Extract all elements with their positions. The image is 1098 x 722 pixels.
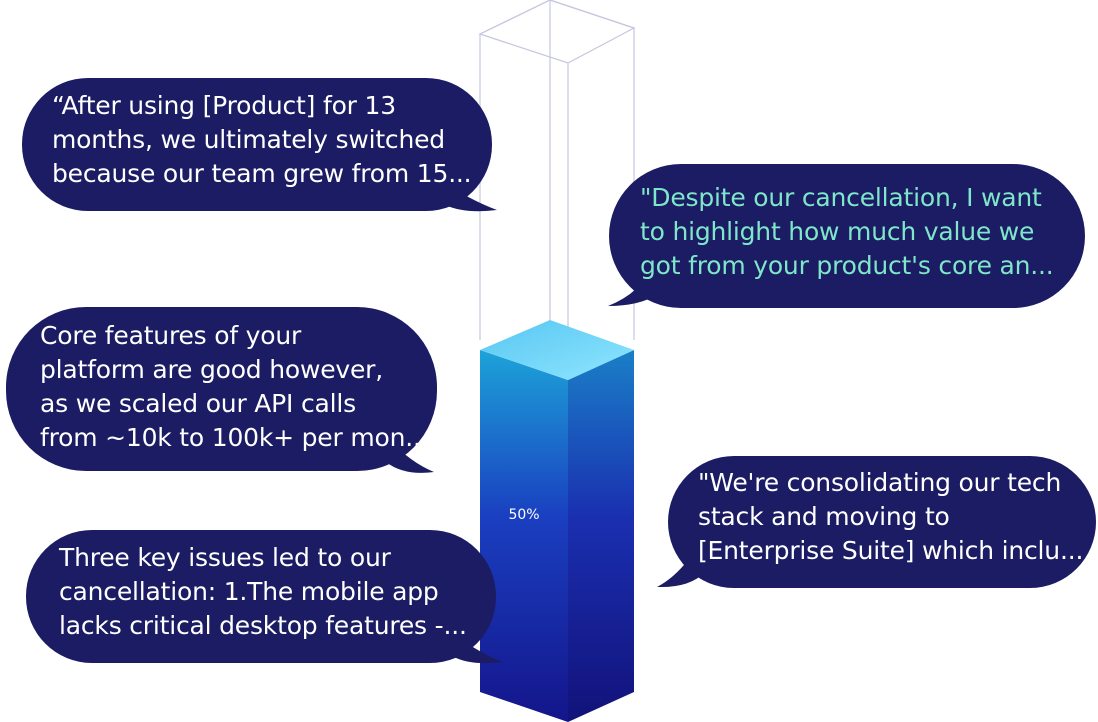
speech-bubble-5 xyxy=(26,530,502,664)
quote-text-3: Core features of your platform are good … xyxy=(40,321,429,452)
liquid-top-surface xyxy=(480,320,634,380)
liquid-front-face xyxy=(480,350,568,722)
progress-meter: 50% xyxy=(478,0,636,722)
quote-text-1: “After using [Product] for 13 months, we… xyxy=(52,91,472,188)
liquid-side-face xyxy=(568,350,634,722)
glass-back-edges xyxy=(479,0,635,340)
quote-text-2: "Despite our cancellation, I want to hig… xyxy=(640,183,1054,280)
meter-percent-label: 50% xyxy=(508,507,539,523)
quote-text-4: "We're consolidating our tech stack and … xyxy=(698,468,1084,565)
speech-bubble-4 xyxy=(657,456,1096,588)
quote-text-5: Three key issues led to our cancellation… xyxy=(59,543,467,640)
speech-bubbles xyxy=(6,78,1096,664)
speech-bubble-1 xyxy=(22,78,497,212)
speech-bubble-3 xyxy=(6,307,437,473)
speech-bubble-2 xyxy=(608,164,1085,308)
glass-outline xyxy=(478,0,636,370)
